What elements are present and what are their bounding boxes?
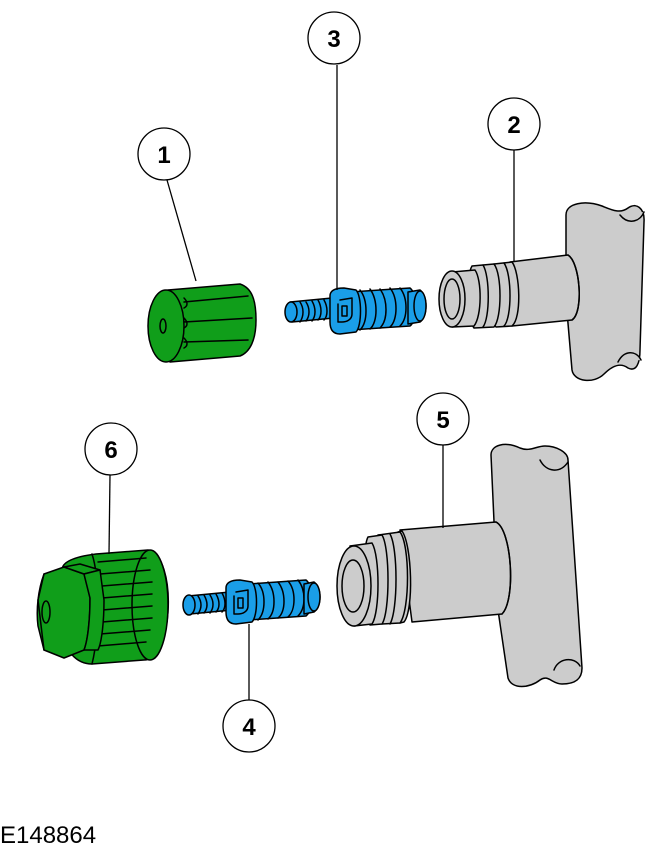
large-valve-core <box>182 579 321 625</box>
callout-number: 6 <box>104 437 117 464</box>
callout-number: 2 <box>507 112 520 139</box>
callout-5: 5 <box>416 392 470 446</box>
small-service-port <box>438 202 645 382</box>
leader-lines <box>108 65 515 700</box>
callout-4: 4 <box>222 699 276 753</box>
callout-2: 2 <box>487 97 541 151</box>
figure-reference-code: E148864 <box>0 822 97 849</box>
callout-6: 6 <box>84 422 138 476</box>
callout-number: 1 <box>157 142 170 169</box>
callout-number: 5 <box>436 407 449 434</box>
leader-line-6 <box>108 474 111 555</box>
small-service-cap <box>147 283 257 363</box>
large-service-cap <box>36 549 170 665</box>
callout-number: 3 <box>327 26 340 53</box>
leader-line-1 <box>166 179 197 282</box>
callout-1: 1 <box>137 127 191 181</box>
large-service-port <box>336 443 583 688</box>
callout-3: 3 <box>307 11 361 65</box>
small-valve-core <box>284 287 427 335</box>
callout-number: 4 <box>242 714 256 741</box>
